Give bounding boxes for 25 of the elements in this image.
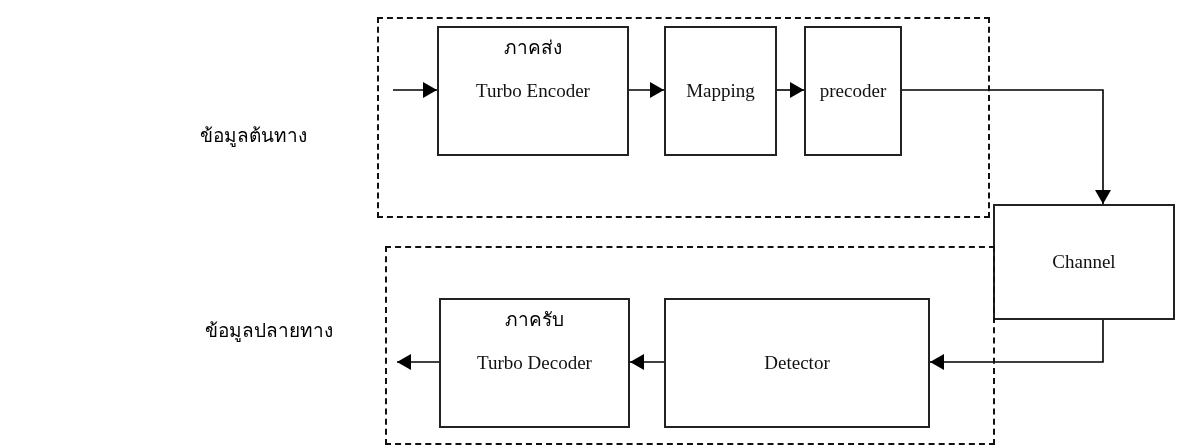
box-label: Detector [764, 352, 830, 374]
box-heading: ภาคส่ง [504, 35, 562, 60]
box-heading: ภาครับ [505, 307, 564, 332]
box-label: Mapping [686, 80, 755, 102]
arrow [392, 82, 438, 98]
arrow [776, 82, 805, 98]
arrow [629, 354, 665, 370]
arrow [628, 82, 665, 98]
side-label: ข้อมูลปลายทาง [205, 318, 333, 344]
process-box [439, 298, 630, 428]
process-box [664, 26, 777, 156]
dashed-group-box [385, 246, 995, 445]
process-box [664, 298, 930, 428]
arrow [901, 89, 1111, 205]
arrow [929, 319, 1104, 370]
box-label: precoder [819, 80, 887, 102]
process-box [993, 204, 1175, 320]
dashed-group-box [377, 17, 990, 218]
box-label: Turbo Decoder [477, 352, 592, 374]
box-label: Channel [1052, 251, 1116, 273]
process-box [804, 26, 902, 156]
side-label: ข้อมูลต้นทาง [200, 123, 307, 149]
arrow [396, 354, 440, 370]
box-label: Turbo Encoder [476, 80, 590, 102]
process-box [437, 26, 629, 156]
